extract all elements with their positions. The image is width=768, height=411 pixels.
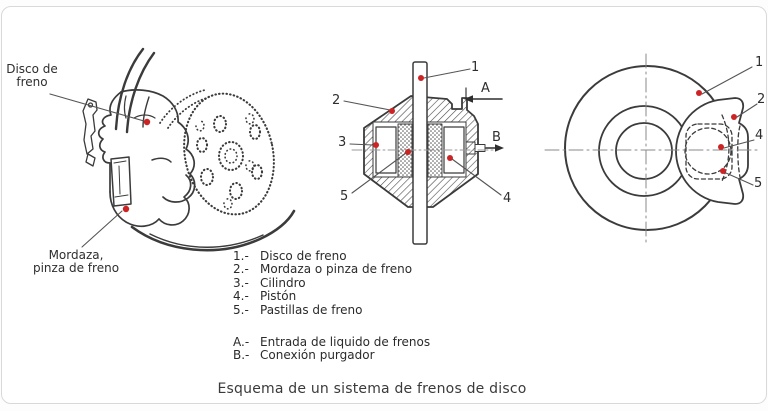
caliper-label-line2: pinza de freno [32, 261, 120, 275]
legend-item: 2.- Mordaza o pinza de freno [233, 262, 413, 277]
front-view-diagram [544, 53, 758, 244]
bleeder-nipple [465, 141, 486, 155]
legend-item-key: B.- [233, 348, 250, 363]
front-callout-1: 1 [755, 55, 764, 70]
legend-item: 4.- Pistón [233, 289, 412, 304]
brake-disc-dotted [159, 89, 275, 216]
left-leader-lines [49, 93, 145, 248]
legend-item-key: 1.- [233, 249, 249, 263]
legend-item-key: A.- [233, 335, 250, 349]
legend-item-text: Pastillas de freno [260, 302, 363, 317]
front-marker-dots [696, 90, 737, 174]
front-centerlines [544, 53, 758, 244]
section-inlet-label: A [481, 81, 490, 96]
cross-section-diagram [343, 61, 504, 245]
brake-pad-right [427, 123, 443, 178]
section-callout-1: 1 [471, 60, 480, 75]
disc-bar [412, 61, 428, 245]
legend-item-key: 5.- [233, 302, 249, 317]
figure-caption: Esquema de un sistema de frenos de disco [217, 381, 527, 397]
brake-hoses [114, 47, 156, 134]
legend-item-text: Entrada de liquido de frenos [260, 335, 431, 349]
legend-item: 5.- Pastillas de freno [233, 302, 412, 317]
disc-rim-arc [130, 209, 296, 252]
section-callout-3: 3 [338, 135, 347, 150]
legend-item: A.- Entrada de liquido de frenos [233, 335, 431, 349]
legend-item: 3.- Cilindro [233, 275, 412, 290]
legend-item-text: Mordaza o pinza de freno [260, 262, 413, 277]
hub-circle [615, 122, 673, 180]
left-perspective-diagram [49, 47, 296, 252]
disc-label-line1: Disco de [6, 62, 58, 76]
brake-pad-left [397, 123, 413, 178]
front-callout-2: 2 [757, 92, 766, 107]
legend-numbered: 1.- Disco de freno 2.- Mordaza o pinza d… [233, 249, 413, 317]
front-callout-5: 5 [754, 176, 763, 191]
caliper-bracket [82, 98, 98, 167]
section-callout-5: 5 [340, 189, 349, 204]
legend-item: 1.- Disco de freno [233, 249, 412, 263]
section-leader-lines [343, 68, 502, 196]
front-callout-4: 4 [755, 128, 764, 143]
legend-item-text: Conexión purgador [260, 348, 375, 363]
legend-item-key: 3.- [233, 275, 249, 290]
legend-item-text: Disco de freno [260, 249, 347, 263]
marker-dot [143, 118, 151, 126]
inlet-arrow [464, 95, 503, 103]
section-bleeder-label: B [492, 130, 501, 145]
caliper-body [97, 89, 196, 228]
marker-dot [122, 205, 130, 213]
disc-label: Disco de freno [0, 63, 64, 89]
legend-item-text: Cilindro [260, 275, 306, 290]
section-callout-2: 2 [332, 93, 341, 108]
front-leader-lines [701, 66, 758, 186]
legend-item-text: Pistón [260, 289, 297, 304]
disc-label-line2: freno [16, 75, 48, 89]
section-marker-dots [373, 75, 453, 161]
section-callout-4: 4 [503, 191, 512, 206]
legend-item-key: 4.- [233, 289, 249, 304]
legend-item: B.- Conexión purgador [233, 348, 430, 363]
caliper-label: Mordaza, pinza de freno [20, 249, 132, 275]
caliper-label-line1: Mordaza, [48, 248, 104, 262]
legend-lettered: A.- Entrada de liquido de frenos B.- Con… [233, 335, 431, 363]
caliper-hidden-lines [684, 114, 741, 182]
bleeder-arrow [485, 144, 504, 152]
legend-item-key: 2.- [233, 262, 249, 277]
